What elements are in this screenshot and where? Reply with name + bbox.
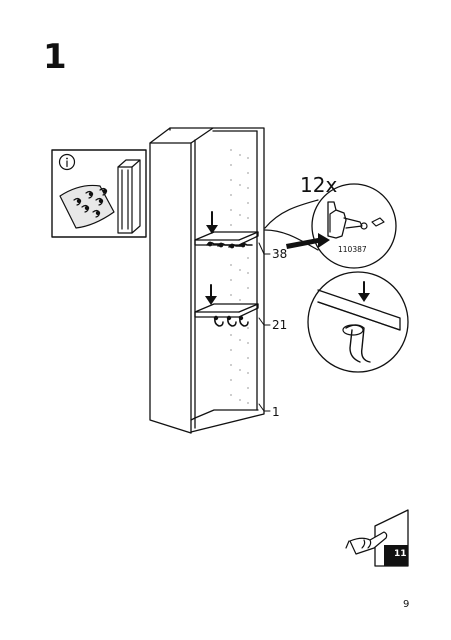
next-page-number: 11 bbox=[394, 549, 407, 559]
callout-leaders bbox=[258, 242, 271, 412]
zoom-detail-support bbox=[264, 183, 397, 269]
callout-1: 1 bbox=[272, 405, 280, 419]
step-number: 1 bbox=[43, 37, 67, 77]
shelf-supports-upper bbox=[206, 241, 253, 249]
back-panel-dots bbox=[230, 149, 249, 404]
page-number: 9 bbox=[403, 599, 410, 610]
mini-cabinet bbox=[117, 159, 141, 234]
part-number: 110387 bbox=[338, 245, 367, 254]
down-arrow-icon bbox=[205, 211, 218, 305]
turn-page-icon bbox=[345, 509, 409, 567]
zoom-detail-installed bbox=[307, 271, 409, 373]
quantity-label: 12x bbox=[300, 173, 338, 197]
callout-38: 38 bbox=[272, 247, 288, 261]
parts-pile bbox=[59, 184, 115, 229]
info-box bbox=[51, 149, 147, 238]
shelf-supports-middle bbox=[213, 315, 249, 327]
info-icon bbox=[58, 153, 76, 171]
callout-21: 21 bbox=[272, 318, 288, 332]
cabinet bbox=[149, 127, 265, 434]
